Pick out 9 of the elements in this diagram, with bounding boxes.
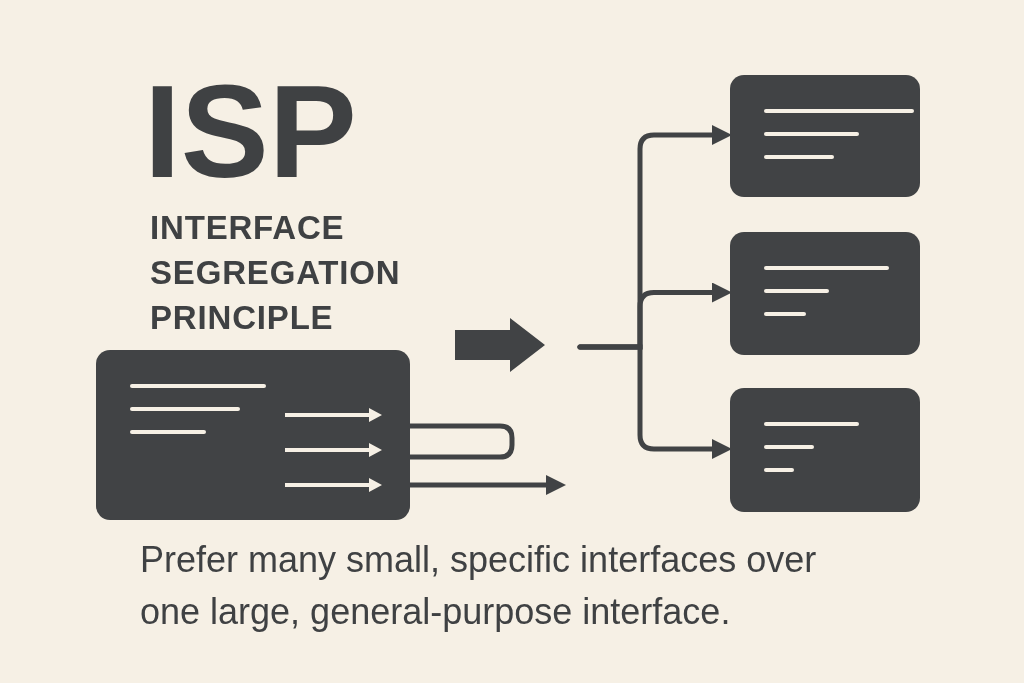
caption: Prefer many small, specific interfaces over one large, general-purpose interface. [140,538,818,634]
interface-box [730,388,920,512]
loop-line [410,423,515,460]
title: ISP [144,62,357,202]
subtitle: INTERFACE SEGREGATION PRINCIPLE [150,208,402,338]
interface-box [730,75,920,197]
interface-box [730,232,920,355]
interface-box [96,350,410,520]
arrow [577,344,732,459]
